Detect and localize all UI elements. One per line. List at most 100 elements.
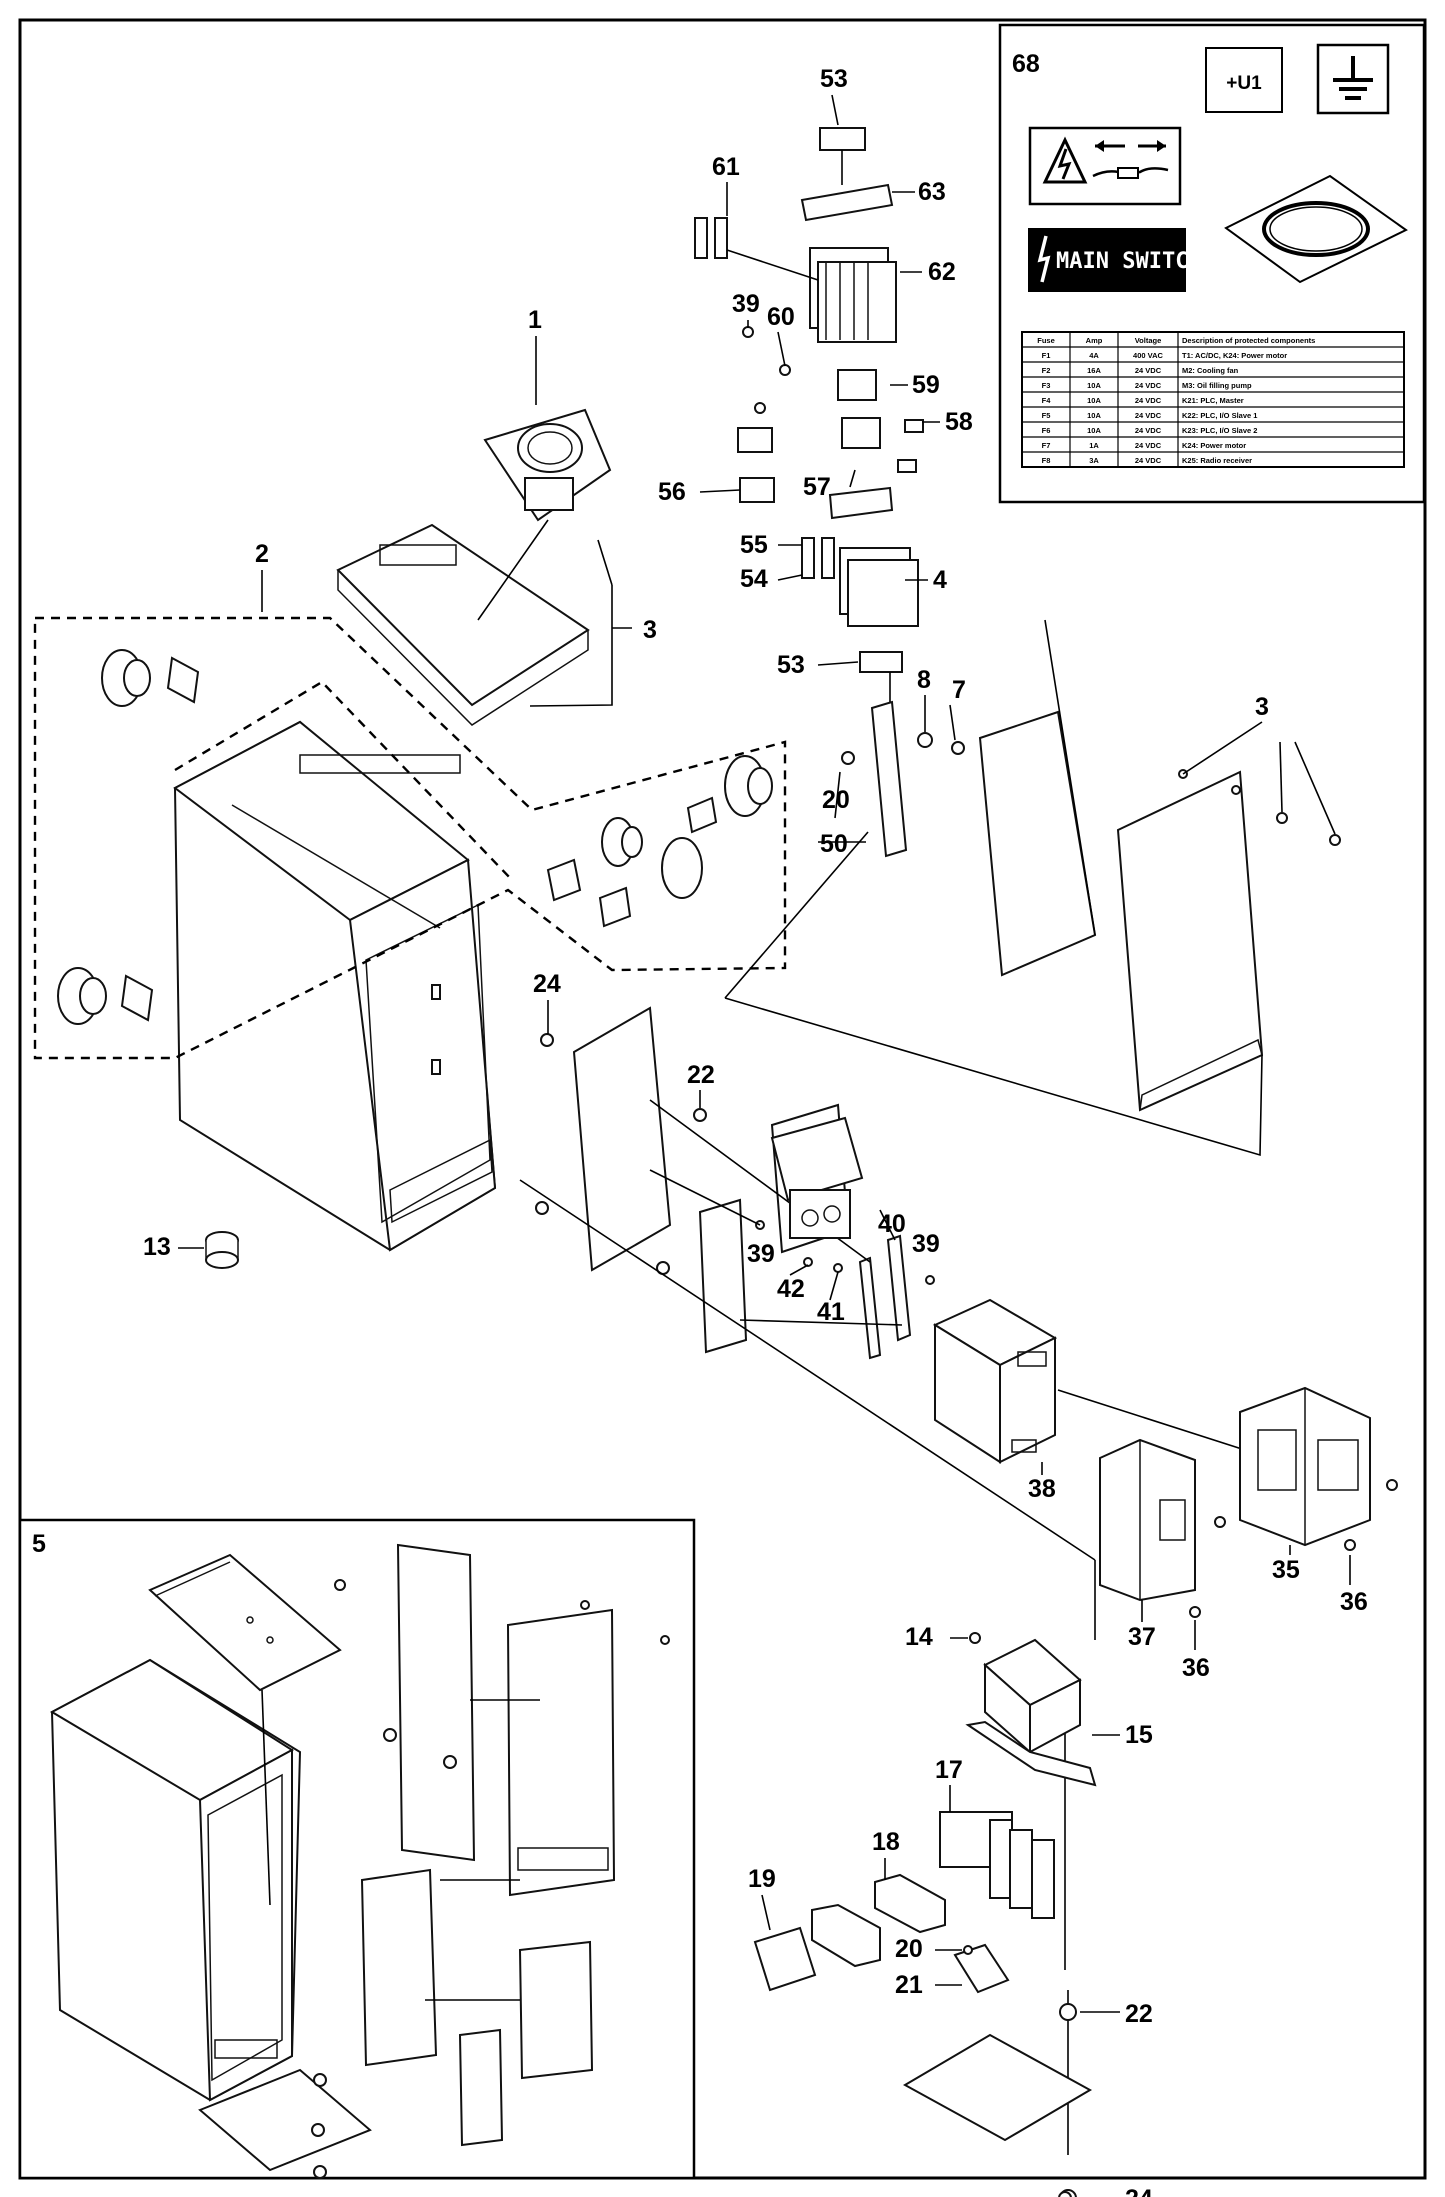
fuse-table-header: Fuse bbox=[1037, 336, 1055, 345]
round-sticker bbox=[1224, 174, 1408, 284]
callout-17: 17 bbox=[935, 1756, 963, 1784]
callout-5: 5 bbox=[32, 1530, 46, 1558]
callout-35: 35 bbox=[1272, 1556, 1300, 1584]
callout-55: 55 bbox=[740, 531, 768, 559]
callout-42: 42 bbox=[777, 1275, 805, 1303]
electric-shock-warning-icon bbox=[1028, 126, 1182, 206]
callout-36b: 36 bbox=[1182, 1654, 1210, 1682]
fuse-table-cell: F1 bbox=[1042, 351, 1051, 360]
callout-14: 14 bbox=[905, 1623, 933, 1651]
fuse-table-cell: K24: Power motor bbox=[1182, 441, 1246, 450]
inset-5: 5 bbox=[18, 1518, 696, 2180]
fuse-table-cell: 24 VDC bbox=[1135, 381, 1162, 390]
callout-18: 18 bbox=[872, 1828, 900, 1856]
callout-41: 41 bbox=[817, 1298, 845, 1326]
fuse-table-cell: 24 VDC bbox=[1135, 456, 1162, 465]
callout-61: 61 bbox=[712, 153, 740, 181]
fuse-table-cell: F3 bbox=[1042, 381, 1051, 390]
fuse-table-cell: F5 bbox=[1042, 411, 1051, 420]
main-switch-assembly bbox=[336, 408, 612, 726]
power-supply bbox=[932, 1298, 1058, 1464]
outer-frame bbox=[18, 18, 1427, 2180]
callout-68: 68 bbox=[1012, 50, 1040, 78]
fuse-table-header: Description of protected components bbox=[1182, 336, 1315, 345]
fuse-table-cell: 24 VDC bbox=[1135, 396, 1162, 405]
callout-63: 63 bbox=[918, 178, 946, 206]
cable-glands bbox=[57, 649, 773, 1025]
callout-57: 57 bbox=[803, 473, 831, 501]
callout-36a: 36 bbox=[1340, 1588, 1368, 1616]
lightning-bolt-icon bbox=[1037, 235, 1051, 283]
fuse-table-cell: 400 VAC bbox=[1133, 351, 1163, 360]
mounting-plates bbox=[724, 619, 1341, 1157]
callout-8: 8 bbox=[917, 666, 931, 694]
mid-panel bbox=[519, 1006, 1326, 2155]
fuse-table-cell: 1A bbox=[1089, 441, 1099, 450]
fuse-table-cell: F7 bbox=[1042, 441, 1051, 450]
callout-58: 58 bbox=[945, 408, 973, 436]
callout-24b: 24 bbox=[1125, 2185, 1153, 2197]
fuse-table-cell: 24 VDC bbox=[1135, 441, 1162, 450]
callout-20b: 20 bbox=[895, 1935, 923, 1963]
fuse-table-cell: 4A bbox=[1089, 351, 1099, 360]
callout-39c: 39 bbox=[912, 1230, 940, 1258]
fuse-table-header: Amp bbox=[1086, 336, 1103, 345]
din-rail-components bbox=[694, 127, 965, 858]
fuse-table-cell: K21: PLC, Master bbox=[1182, 396, 1244, 405]
inset-68: 68 +U1 MAIN SWITCH bbox=[998, 23, 1426, 504]
callout-59: 59 bbox=[912, 371, 940, 399]
fuse-table-cell: 24 VDC bbox=[1135, 426, 1162, 435]
callout-62: 62 bbox=[928, 258, 956, 286]
svg-text:MAIN SWITCH: MAIN SWITCH bbox=[1056, 249, 1202, 274]
fuse-table-cell: 24 VDC bbox=[1135, 366, 1162, 375]
callout-labels: 1 2 3 3 4 7 8 13 14 15 17 18 19 20 20 21… bbox=[143, 65, 1368, 2197]
main-switch-label: MAIN SWITCH bbox=[1028, 228, 1202, 292]
leader-lines bbox=[178, 94, 1351, 2013]
callout-50: 50 bbox=[820, 830, 848, 858]
callout-4: 4 bbox=[933, 566, 947, 594]
callout-1: 1 bbox=[528, 306, 542, 334]
ground-symbol-icon bbox=[1316, 43, 1390, 115]
u1-label: +U1 bbox=[1205, 47, 1283, 113]
callout-2: 2 bbox=[255, 540, 269, 568]
fuse-table-cell: F4 bbox=[1042, 396, 1052, 405]
fuse-table-cell: K25: Radio receiver bbox=[1182, 456, 1252, 465]
callout-22b: 22 bbox=[1125, 2000, 1153, 2028]
fuse-table-cell: M2: Cooling fan bbox=[1182, 366, 1239, 375]
callout-15: 15 bbox=[1125, 1721, 1153, 1749]
main-enclosure bbox=[173, 720, 497, 1269]
callout-22a: 22 bbox=[687, 1061, 715, 1089]
callout-13: 13 bbox=[143, 1233, 171, 1261]
lower-components bbox=[753, 1632, 1097, 2197]
callout-38: 38 bbox=[1028, 1475, 1056, 1503]
fuse-table-cell: F6 bbox=[1042, 426, 1051, 435]
callout-54: 54 bbox=[740, 565, 768, 593]
callout-3b: 3 bbox=[1255, 693, 1269, 721]
fuse-table-cell: T1: AC/DC, K24: Power motor bbox=[1182, 351, 1287, 360]
fuse-table-cell: 10A bbox=[1087, 426, 1101, 435]
fuse-table-cell: K22: PLC, I/O Slave 1 bbox=[1182, 411, 1257, 420]
callout-3a: 3 bbox=[643, 616, 657, 644]
svg-text:+U1: +U1 bbox=[1226, 73, 1262, 94]
callout-56: 56 bbox=[658, 478, 686, 506]
callout-53b: 53 bbox=[777, 651, 805, 679]
callout-60: 60 bbox=[767, 303, 795, 331]
fuse-table-cell: 3A bbox=[1089, 456, 1099, 465]
fuse-table-cell: F8 bbox=[1042, 456, 1051, 465]
fuse-table-cell: 10A bbox=[1087, 396, 1101, 405]
callout-24a: 24 bbox=[533, 970, 561, 998]
fuse-table: Fuse Amp Voltage Description of protected c… bbox=[1021, 331, 1405, 468]
fuse-table-cell: 24 VDC bbox=[1135, 411, 1162, 420]
callout-7: 7 bbox=[952, 676, 966, 704]
callout-21: 21 bbox=[895, 1971, 923, 1999]
callout-19: 19 bbox=[748, 1865, 776, 1893]
callout-53a: 53 bbox=[820, 65, 848, 93]
fuse-table-cell: F2 bbox=[1042, 366, 1051, 375]
fuse-table-cell: 10A bbox=[1087, 411, 1101, 420]
fuse-table-header: Voltage bbox=[1135, 336, 1162, 345]
contactors bbox=[1099, 1386, 1398, 1618]
callout-39a: 39 bbox=[732, 290, 760, 318]
callout-39b: 39 bbox=[747, 1240, 775, 1268]
callout-37: 37 bbox=[1128, 1623, 1156, 1651]
